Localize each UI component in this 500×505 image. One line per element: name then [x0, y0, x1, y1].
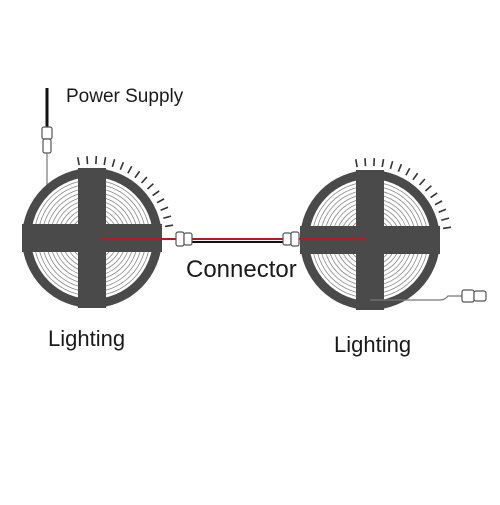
lighting-label-right: Lighting: [334, 332, 411, 358]
coil-tick: [406, 168, 410, 175]
coil-tick: [435, 201, 442, 205]
coil-tick: [112, 159, 114, 167]
coil-tick: [104, 157, 105, 165]
coil-tick: [413, 173, 418, 180]
coil-tick: [153, 191, 160, 196]
coil-tick: [157, 199, 164, 203]
power-supply-label: Power Supply: [66, 86, 183, 108]
coil-tick: [78, 157, 79, 165]
connector-label: Connector: [186, 256, 297, 284]
coil-tick: [425, 186, 431, 191]
coil-tick: [147, 184, 153, 189]
coil-tick: [135, 171, 140, 178]
coil-tick: [356, 159, 357, 167]
coil-tick: [165, 225, 173, 226]
coil-tick: [441, 218, 449, 220]
connector-plug-right: [283, 232, 299, 246]
coil-tick: [142, 177, 147, 183]
coil-tick: [390, 161, 392, 169]
led-reel-right: [300, 158, 451, 310]
coil-tick: [382, 159, 383, 167]
coil-tick: [439, 209, 446, 212]
led-reel-left: [22, 156, 173, 308]
coil-tick: [128, 166, 132, 173]
coil-tick: [163, 216, 171, 218]
coil-tick: [420, 179, 425, 185]
coil-tick: [431, 193, 438, 198]
coil-tick: [161, 207, 168, 210]
lighting-label-left: Lighting: [48, 326, 125, 352]
coil-tick: [398, 164, 401, 171]
connector-plug-left: [176, 232, 192, 246]
coil-tick: [443, 227, 451, 228]
coil-tick: [120, 162, 123, 169]
